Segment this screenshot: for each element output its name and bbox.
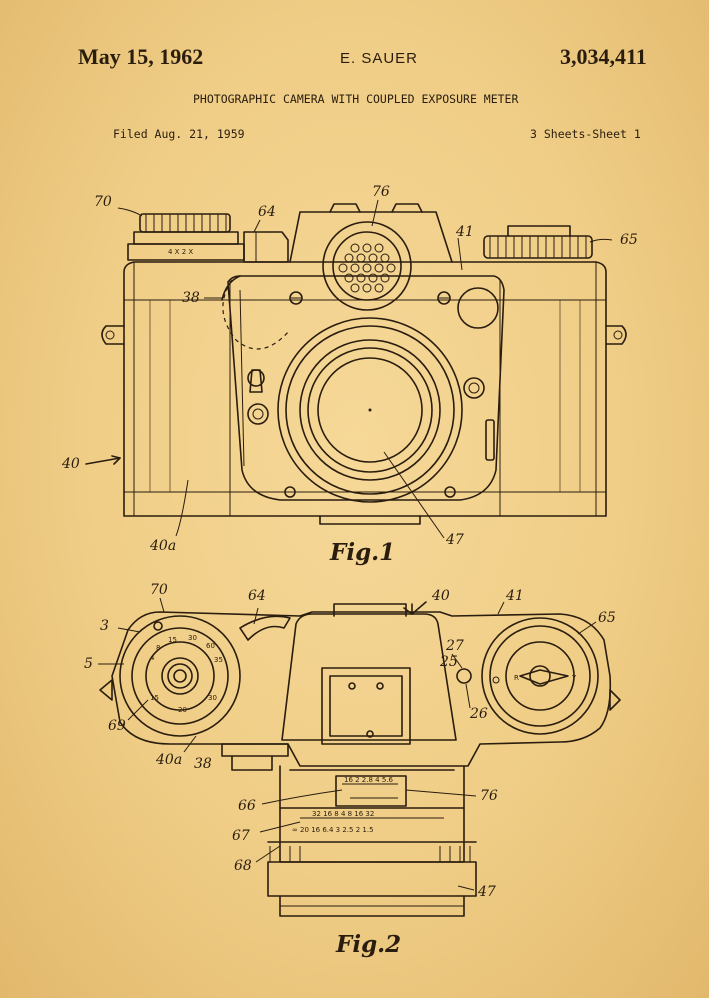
filed-date: Filed Aug. 21, 1959 [113, 127, 245, 141]
ref-40a: 40a [149, 538, 176, 554]
ref-68: 68 [234, 858, 252, 874]
svg-text:35: 35 [214, 656, 223, 664]
ref-67: 67 [232, 828, 250, 844]
svg-text:R: R [514, 674, 519, 682]
sheet-info: 3 Sheets-Sheet 1 [530, 127, 641, 141]
figure-1-caption: Fig.1 [329, 539, 395, 566]
ref-47: 47 [445, 532, 464, 548]
ref-70: 70 [94, 194, 112, 210]
svg-text:30: 30 [188, 634, 197, 642]
ref-40: 40 [431, 588, 450, 604]
svg-text:8: 8 [156, 644, 160, 652]
ref-27: 27 [445, 638, 464, 654]
ref-70: 70 [150, 582, 168, 598]
svg-text:60: 60 [206, 642, 215, 650]
inventor-name: E. SAUER [340, 50, 419, 67]
ref-3: 3 [100, 618, 109, 634]
ref-65: 65 [598, 610, 616, 626]
svg-text:4 X 2 X: 4 X 2 X [168, 248, 193, 256]
ref-40: 40 [61, 456, 80, 472]
ref-40a: 40a [155, 752, 182, 768]
svg-text:16 2 2.8 4 5.6: 16 2 2.8 4 5.6 [344, 776, 394, 784]
ref-65: 65 [620, 232, 638, 248]
svg-text:15: 15 [150, 694, 159, 702]
svg-text:Y: Y [571, 674, 577, 682]
svg-text:20: 20 [178, 706, 187, 714]
patent-number: 3,034,411 [560, 44, 647, 69]
meter-honeycomb [338, 243, 396, 293]
ref-38: 38 [182, 290, 200, 306]
ref-76: 76 [480, 788, 498, 804]
ref-26: 26 [469, 706, 488, 722]
ref-76: 76 [372, 184, 390, 200]
ref-5: 5 [84, 656, 93, 672]
ref-64: 64 [258, 204, 276, 220]
ref-64: 64 [248, 588, 266, 604]
patent-title: PHOTOGRAPHIC CAMERA WITH COUPLED EXPOSUR… [193, 92, 519, 106]
ref-25: 25 [439, 654, 458, 670]
figure-2-caption: Fig.2 [335, 931, 401, 958]
svg-text:∞ 20 16 6.4 3 2.5 2 1.5: ∞ 20 16 6.4 3 2.5 2 1.5 [292, 826, 374, 834]
ref-69: 69 [108, 718, 126, 734]
ref-38: 38 [194, 756, 212, 772]
figure-2-top-view: 4 8 15 30 60 35 30 20 15 R Y 16 2 2.8 4 … [84, 582, 621, 958]
ref-41: 41 [505, 588, 524, 604]
svg-text:32 16 8 4 8 16 32: 32 16 8 4 8 16 32 [312, 810, 374, 818]
patent-date: May 15, 1962 [78, 44, 204, 69]
svg-text:4: 4 [150, 654, 155, 662]
svg-text:15: 15 [168, 636, 177, 644]
ref-47: 47 [477, 884, 496, 900]
figure-1-front-view: 4 X 2 X [61, 184, 638, 566]
ref-41: 41 [455, 224, 474, 240]
svg-text:30: 30 [208, 694, 217, 702]
ref-66: 66 [238, 798, 256, 814]
